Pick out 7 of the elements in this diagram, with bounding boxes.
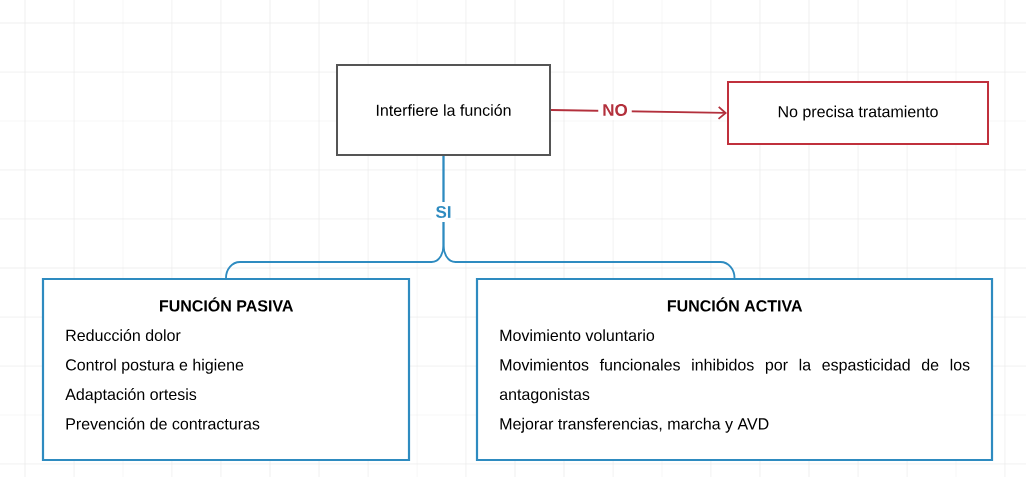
text-box: FUNCIÓN PASIVA Reducción dolor Control postura e higiene Adaptación ortesis Prevención de contracturas (41, 277, 411, 462)
connector (442, 155, 736, 279)
process-box: No precisa tratamiento (727, 81, 989, 145)
edge-label: SI (431, 202, 456, 222)
edge-label: NO (598, 100, 632, 120)
text-box: FUNCIÓN ACTIVA Movimiento voluntario Movimientos funcionales inhibidos por la espasticidad de los antagonistas Mejorar transferencias, marcha y AVD (475, 277, 994, 462)
process-box: Interfiere la función (336, 64, 551, 156)
